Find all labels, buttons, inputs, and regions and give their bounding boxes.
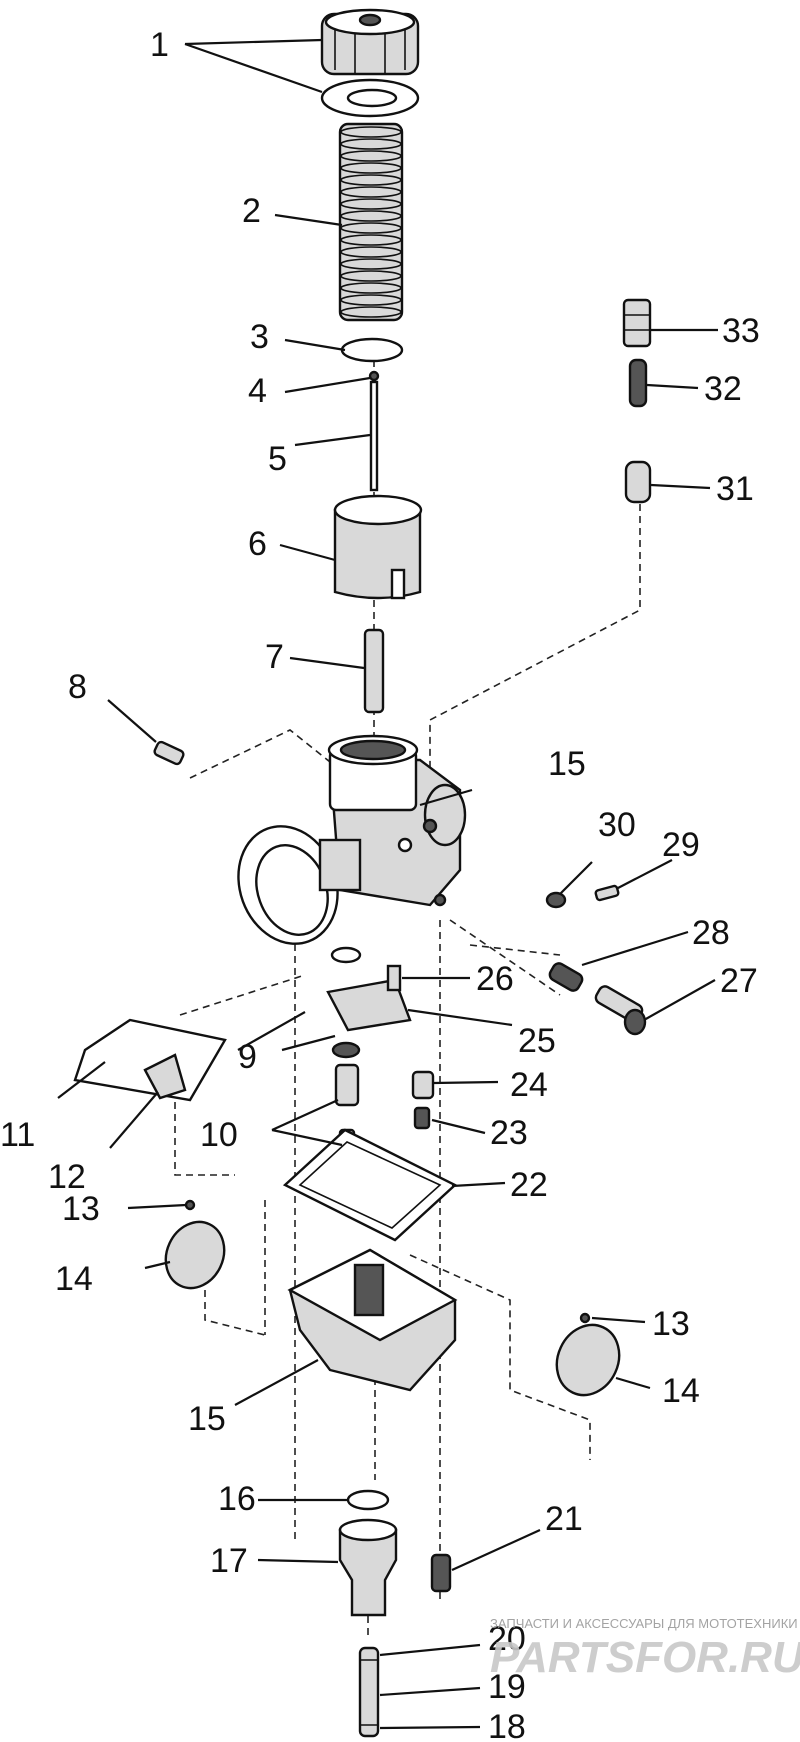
callout-15: 15 [548,745,586,783]
part-idle-spring [548,962,584,992]
callout-19: 19 [488,1668,526,1706]
callout-27: 27 [720,962,758,1000]
callout-10: 10 [200,1116,238,1154]
part-carburetor-body [237,734,467,945]
callout-8: 8 [68,668,87,706]
part-float-pin [184,1199,196,1211]
spring-coil [340,174,402,186]
callout-1: 1 [150,26,169,64]
part-clip [368,370,380,382]
part-needle [369,380,379,492]
callout-15: 15 [188,1400,226,1438]
callout-2: 2 [242,192,261,230]
spring-coil [340,186,402,198]
part-slide [333,494,423,600]
watermark: ЗАПЧАСТИ И АКСЕССУАРЫ ДЛЯ МОТОТЕХНИКИ PA… [490,1616,800,1682]
spring-coil [340,306,402,318]
callout-14: 14 [662,1372,700,1410]
callout-14: 14 [55,1260,93,1298]
spring-coil [340,270,402,282]
part-washer [320,78,420,118]
callout-26: 26 [476,960,514,998]
callout-7: 7 [265,638,284,676]
part-retainer [340,337,404,363]
callout-25: 25 [518,1022,556,1060]
spring-coil [340,246,402,258]
callout-23: 23 [490,1114,528,1152]
part-drain-gasket [346,1489,390,1511]
part-jet [413,1106,431,1130]
callout-24: 24 [510,1066,548,1104]
spring-coil [340,258,402,270]
spring-coil [340,210,402,222]
callout-13: 13 [652,1305,690,1343]
part-needle-valve [334,1063,360,1107]
part-bowl-screw [430,1553,452,1593]
part-pilot-spring [545,891,567,909]
part-cable-adjuster [622,298,652,348]
parts [73,8,652,1738]
part-pilot-screw [594,884,620,902]
callout-30: 30 [598,806,636,844]
callout-29: 29 [662,826,700,864]
part-float-arm [326,978,412,1032]
part-o-ring [331,1041,361,1059]
part-drain-plug [338,1518,398,1617]
part-cable-fitting [624,460,652,504]
callout-9: 9 [238,1038,257,1076]
callout-13: 13 [62,1190,100,1228]
callout-21: 21 [545,1500,583,1538]
callout-6: 6 [248,525,267,563]
part-float-bowl [287,1248,458,1392]
callout-12: 12 [48,1158,86,1196]
part-cable-spring [628,358,648,408]
callout-4: 4 [248,372,267,410]
part-spring [338,122,404,322]
spring-coil [340,162,402,174]
spring-coil [340,138,402,150]
part-cap [320,8,420,76]
spring-coil [340,126,402,138]
spring-coil [340,222,402,234]
part-float [555,1323,621,1397]
leader-lines [57,38,718,1730]
callout-28: 28 [692,914,730,952]
part-idle-screw [594,985,647,1036]
callout-22: 22 [510,1166,548,1204]
part-screw [153,740,185,766]
callout-32: 32 [704,370,742,408]
callout-17: 17 [210,1542,248,1580]
part-plate [73,1018,227,1102]
callout-31: 31 [716,470,754,508]
spring-coil [340,294,402,306]
callout-33: 33 [722,312,760,350]
spring-coil [340,150,402,162]
part-o-ring [330,946,362,964]
callout-16: 16 [218,1480,256,1518]
callout-18: 18 [488,1708,526,1742]
callout-5: 5 [268,440,287,478]
part-jet-holder [411,1070,435,1100]
callout-11: 11 [0,1116,35,1154]
part-tube [358,1646,380,1738]
spring-coil [340,234,402,246]
spring-coil [340,198,402,210]
part-bracket [143,1053,187,1100]
part-needle-jet [363,628,385,714]
part-float [164,1220,226,1290]
part-float-pin [579,1312,591,1324]
part-pin [386,964,402,992]
callout-20: 20 [488,1620,526,1658]
part-gasket [282,1128,458,1242]
spring-coil [340,282,402,294]
watermark-caption: ЗАПЧАСТИ И АКСЕССУАРЫ ДЛЯ МОТОТЕХНИКИ [490,1616,798,1631]
watermark-logo: PARTSFOR.RU [490,1633,800,1682]
callout-labels: 1 2 3 4 5 6 7 8 9 10 11 12 13 13 14 14 1… [0,26,760,1742]
callout-3: 3 [250,318,269,356]
